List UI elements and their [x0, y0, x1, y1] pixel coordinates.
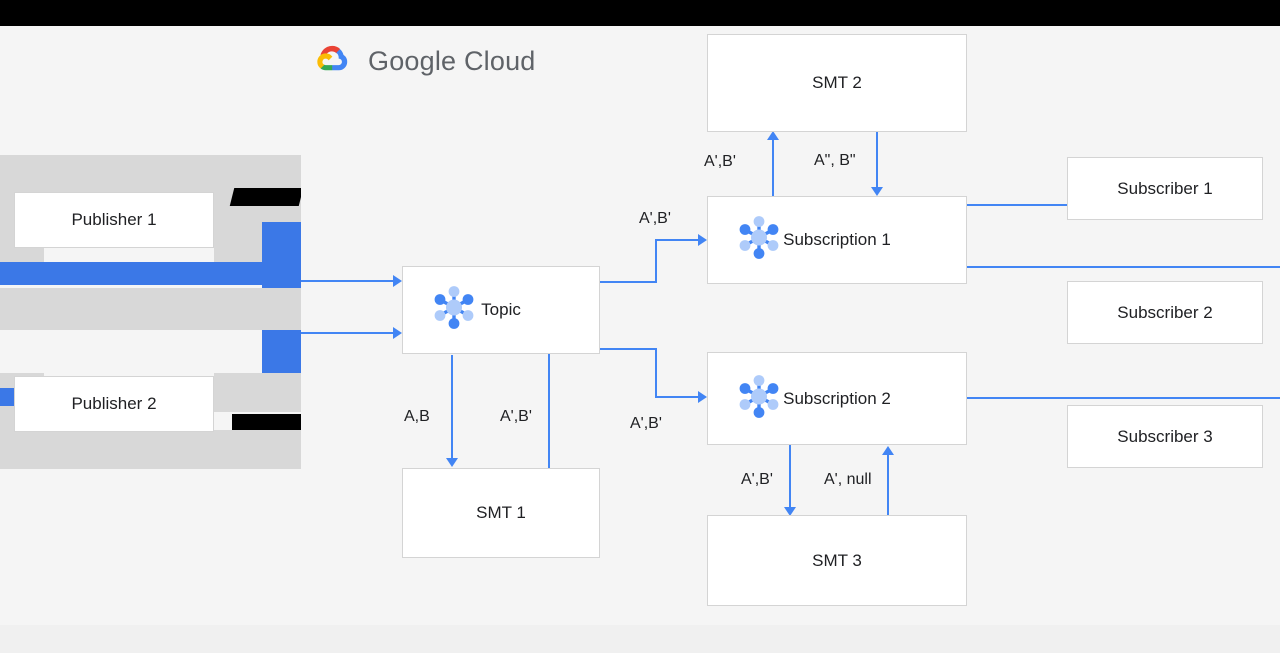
- node-label: SMT 1: [476, 503, 526, 522]
- node-label: Subscription 2: [783, 388, 891, 408]
- edge-sub2-smt3: [789, 445, 791, 507]
- node-label: Topic: [481, 300, 521, 319]
- arrowhead: [767, 131, 779, 140]
- redaction-block: [0, 288, 301, 330]
- redaction-bar: [229, 188, 304, 206]
- node-publisher-2[interactable]: Publisher 2: [14, 376, 214, 432]
- redaction-block: [0, 262, 301, 285]
- edge-topic-sub2-seg1: [600, 348, 657, 350]
- edge-label-smt3-sub2: A', null: [824, 471, 872, 488]
- bottom-band: [0, 625, 1280, 653]
- node-subscriber-1[interactable]: Subscriber 1: [1067, 157, 1263, 220]
- brand-name: Google Cloud: [368, 46, 536, 77]
- brand-name-second: Cloud: [463, 46, 536, 76]
- node-smt-3[interactable]: SMT 3: [707, 515, 967, 606]
- edge-topic-smt1: [451, 355, 453, 458]
- node-smt-2[interactable]: SMT 2: [707, 34, 967, 132]
- edge-label-sub2-smt3: A',B': [741, 471, 773, 488]
- edge-publisher2-topic: [301, 332, 393, 334]
- edge-label-topic-smt1: A,B: [404, 408, 430, 425]
- edge-smt2-sub1: [876, 131, 878, 187]
- brand-name-first: Google: [368, 46, 457, 76]
- edge-topic-sub2-seg3: [655, 396, 699, 398]
- edge-sub1-smt2: [772, 140, 774, 198]
- edge-label-topic-sub1: A',B': [639, 210, 671, 227]
- redaction-bar: [232, 414, 301, 430]
- pubsub-subscription-icon: [732, 211, 786, 270]
- arrowhead: [698, 391, 707, 403]
- node-subscription-2[interactable]: Subscription 2: [707, 352, 967, 445]
- edge-smt3-sub2: [887, 455, 889, 516]
- edge-publisher1-topic: [301, 280, 393, 282]
- pubsub-topic-icon: [427, 281, 481, 340]
- redaction-block: [0, 430, 301, 469]
- node-label: Subscriber 3: [1117, 426, 1213, 446]
- edge-topic-sub1-seg3: [655, 239, 699, 241]
- edge-sub1-subscriber1: [967, 204, 1077, 206]
- arrowhead: [393, 275, 402, 287]
- node-subscriber-2[interactable]: Subscriber 2: [1067, 281, 1263, 344]
- node-label: Subscription 1: [783, 230, 891, 249]
- brand-logo: Google Cloud: [310, 40, 536, 83]
- arrowhead: [784, 507, 796, 516]
- node-publisher-1[interactable]: Publisher 1: [14, 192, 214, 248]
- top-black-bar: [0, 0, 1280, 26]
- pubsub-subscription-icon: [732, 369, 786, 428]
- edge-topic-sub1-seg2: [655, 240, 657, 283]
- node-label: SMT 2: [812, 73, 862, 92]
- arrowhead: [393, 327, 402, 339]
- edge-label-smt2-sub1: A", B": [814, 152, 856, 169]
- arrowhead: [871, 187, 883, 196]
- redaction-block: [214, 373, 301, 412]
- node-smt-1[interactable]: SMT 1: [402, 468, 600, 558]
- edge-sub1-subscriber2: [967, 266, 1280, 268]
- node-label: SMT 3: [812, 550, 862, 570]
- edge-label-sub1-smt2: A',B': [704, 153, 736, 170]
- node-subscriber-3[interactable]: Subscriber 3: [1067, 405, 1263, 468]
- arrowhead: [882, 446, 894, 455]
- node-label: Subscriber 1: [1117, 178, 1213, 198]
- arrowhead: [698, 234, 707, 246]
- node-label: Publisher 1: [71, 210, 157, 229]
- edge-topic-sub2-seg2: [655, 348, 657, 396]
- edge-label-smt1-topic: A',B': [500, 408, 532, 425]
- arrowhead: [446, 458, 458, 467]
- node-label: Publisher 2: [71, 394, 157, 413]
- edge-topic-sub1-seg1: [600, 281, 657, 283]
- google-cloud-logo-icon: [310, 40, 356, 83]
- edge-smt1-topic: [548, 278, 550, 468]
- node-subscription-1[interactable]: Subscription 1: [707, 196, 967, 284]
- edge-label-topic-sub2: A',B': [630, 415, 662, 432]
- node-label: Subscriber 2: [1117, 302, 1213, 322]
- edge-sub2-subscriber3: [967, 397, 1280, 399]
- node-topic[interactable]: Topic: [402, 266, 600, 354]
